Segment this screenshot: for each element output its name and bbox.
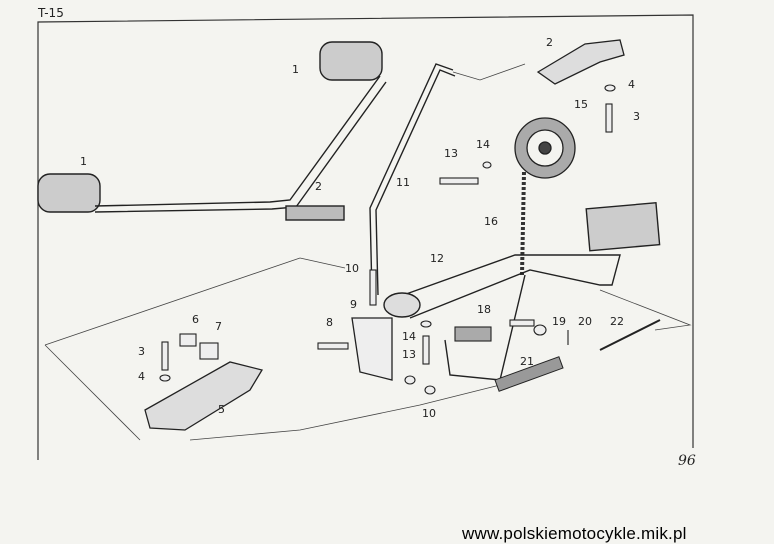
callout-label: 1 — [292, 63, 299, 76]
callout-label: 21 — [520, 355, 534, 368]
callout-label: 9 — [350, 298, 357, 311]
callout-label: 20 — [578, 315, 592, 328]
callout-labels: 1 1 2 2 3 3 4 4 5 6 7 8 9 10 10 11 12 13… — [80, 36, 640, 420]
callout-label: 7 — [215, 320, 222, 333]
diagram-code: T-15 — [38, 6, 64, 20]
callout-label: 14 — [402, 330, 416, 343]
callout-label: 10 — [422, 407, 436, 420]
callout-label: 3 — [633, 110, 640, 123]
callout-label: 2 — [546, 36, 553, 49]
footrest-spring — [285, 205, 345, 221]
drive-chain — [520, 171, 526, 276]
callout-label: 8 — [326, 316, 333, 329]
frame-border — [37, 14, 694, 460]
website-url: www.polskiemotocykle.mik.pl — [462, 524, 687, 543]
brake-pedal-pad — [585, 202, 661, 252]
callout-label: 4 — [138, 370, 145, 383]
callout-label: 5 — [218, 403, 225, 416]
callout-label: 10 — [345, 262, 359, 275]
return-spring — [494, 356, 564, 392]
sprocket — [514, 117, 576, 179]
fasteners — [159, 84, 616, 395]
callout-label: 12 — [430, 252, 444, 265]
mounting-bracket — [351, 317, 393, 381]
callout-label: 3 — [138, 345, 145, 358]
callout-label: 4 — [628, 78, 635, 91]
callout-label: 11 — [396, 176, 410, 189]
callout-label: 14 — [476, 138, 490, 151]
callout-label: 13 — [444, 147, 458, 160]
link-rod — [599, 319, 661, 351]
callout-label: 2 — [315, 180, 322, 193]
callout-label: 15 — [574, 98, 588, 111]
page-number: 96 — [678, 453, 696, 469]
upper-lever — [536, 39, 625, 85]
brake-pedal-assembly — [383, 202, 661, 381]
callout-label: 19 — [552, 315, 566, 328]
lower-lever — [144, 361, 264, 431]
footrest-assembly — [37, 41, 387, 221]
callout-label: 22 — [610, 315, 624, 328]
callout-label: 6 — [192, 313, 199, 326]
guide-lines — [44, 63, 692, 441]
callout-label: 16 — [484, 215, 498, 228]
callout-label: 13 — [402, 348, 416, 361]
control-rod — [369, 63, 456, 296]
callout-label: 18 — [477, 303, 491, 316]
footrest-pad-left — [37, 173, 101, 213]
callout-label: 1 — [80, 155, 87, 168]
footrest-pad-right — [319, 41, 383, 81]
